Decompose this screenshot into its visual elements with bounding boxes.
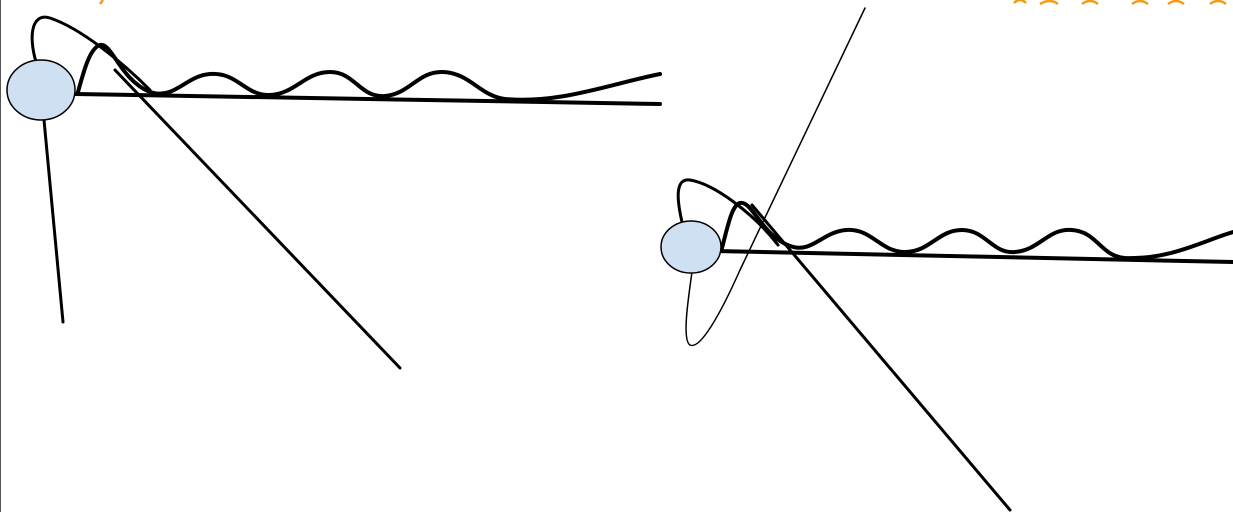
clipped-glyph-left: [99, 0, 104, 5]
right-node: [660, 220, 722, 274]
right-thin-long-line: [685, 7, 866, 347]
left-diagonal-line: [113, 68, 402, 370]
clipped-top-text-fragments: [99, 0, 1227, 6]
right-baseline: [713, 249, 1233, 264]
left-figure: [6, 15, 662, 370]
left-node: [6, 59, 76, 121]
clipped-glyph-right-5: [1167, 0, 1185, 6]
left-baseline: [73, 92, 662, 106]
clipped-glyph-right-2: [1039, 0, 1059, 6]
right-diagonal-line: [750, 203, 1012, 512]
clipped-glyph-right-6: [1209, 0, 1227, 6]
right-wave-curve: [720, 200, 1233, 261]
right-loop-curve: [676, 178, 780, 247]
right-figure: [660, 7, 1233, 512]
left-vertical-line: [42, 118, 65, 324]
clipped-glyph-right-1: [1013, 0, 1027, 4]
left-loop-curve: [30, 15, 152, 92]
clipped-glyph-right-4: [1131, 0, 1149, 6]
clipped-glyph-right-3: [1081, 0, 1099, 6]
left-wave-curve: [76, 42, 662, 102]
